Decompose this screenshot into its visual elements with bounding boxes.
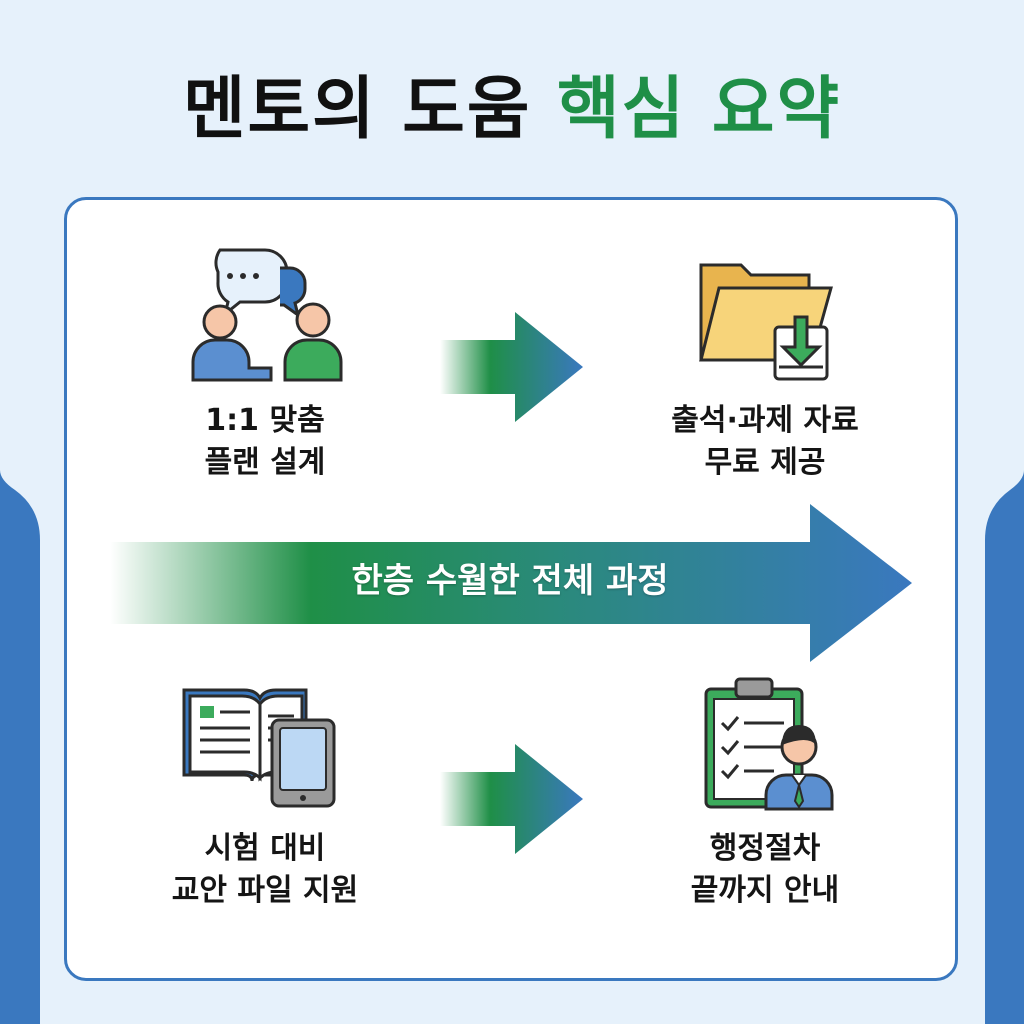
item-3-line-1: 시험 대비: [204, 831, 326, 866]
progress-band-arrow: [110, 504, 912, 662]
clipboard-advisor-icon: [704, 677, 834, 811]
item-label-2: 출석·과제 자료 무료 제공: [620, 400, 910, 484]
title-part-1: 멘토의 도움: [182, 70, 532, 149]
book-tablet-icon: [182, 688, 336, 808]
item-2-line-2: 무료 제공: [704, 445, 826, 480]
page-title: 멘토의 도움 핵심 요약: [0, 70, 1024, 150]
item-3-line-2: 교안 파일 지원: [171, 873, 359, 908]
arrow-right-icon: [440, 744, 583, 854]
item-2-line-1: 출석·과제 자료: [671, 403, 859, 438]
item-4-line-1: 행정절차: [709, 831, 821, 866]
item-label-4: 행정절차 끝까지 안내: [620, 828, 910, 912]
band-label: 한층 수월한 전체 과정: [351, 561, 669, 601]
consultation-icon: [191, 248, 343, 382]
title-part-2: 핵심 요약: [557, 70, 842, 149]
item-1-line-1: 1:1 맞춤: [205, 403, 325, 438]
item-1-line-2: 플랜 설계: [204, 445, 326, 480]
folder-download-icon: [699, 263, 833, 381]
arrow-right-icon: [440, 312, 583, 422]
item-label-1: 1:1 맞춤 플랜 설계: [140, 400, 390, 484]
item-4-line-2: 끝까지 안내: [690, 873, 840, 908]
item-label-3: 시험 대비 교안 파일 지원: [120, 828, 410, 912]
